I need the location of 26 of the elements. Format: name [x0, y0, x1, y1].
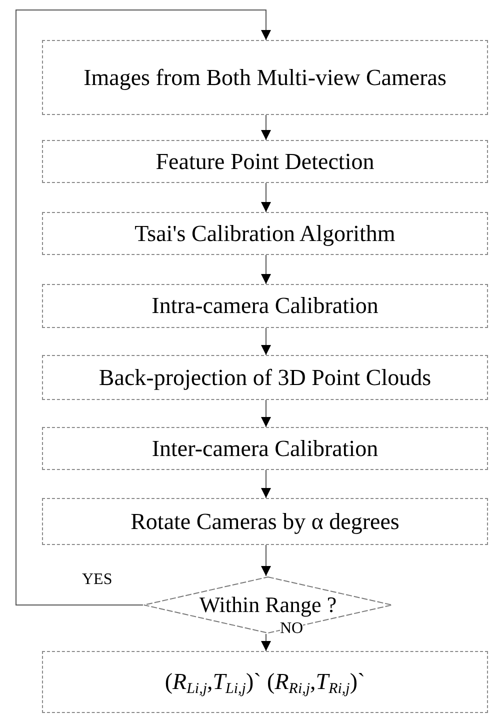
arrow: [261, 544, 271, 576]
process-box: [42, 651, 488, 713]
process-text: Back-projection of 3D Point Clouds: [98, 364, 432, 392]
process-box: [42, 284, 488, 328]
process-text: Tsai's Calibration Algorithm: [134, 220, 396, 248]
arrow: [261, 470, 271, 498]
process-box: [42, 212, 488, 255]
arrow: [261, 328, 271, 356]
arrow: [261, 254, 271, 284]
arrow: [261, 634, 271, 652]
process-box: [42, 355, 488, 400]
process-text: Feature Point Detection: [156, 148, 374, 176]
process-text: Intra-camera Calibration: [152, 292, 378, 320]
arrow: [261, 400, 271, 428]
process-box: [42, 498, 488, 545]
process-box: [42, 40, 488, 115]
arrow: [261, 182, 271, 212]
arrow: [16, 10, 271, 606]
process-box: [42, 140, 488, 183]
decision-text: Within Range ?: [199, 591, 337, 619]
arrow: [261, 114, 271, 140]
process-text: (R$_{Li,j}$,T$_{Li,j}$)` (R$_{Ri,j}$,T$_{Ri,j}$)`: [164, 668, 366, 697]
process-text: Inter-camera Calibration: [152, 434, 378, 463]
process-text: Rotate Cameras by α degrees: [130, 508, 400, 536]
process-box: [42, 427, 488, 470]
process-text: Images from Both Multi-view Cameras: [84, 64, 446, 92]
